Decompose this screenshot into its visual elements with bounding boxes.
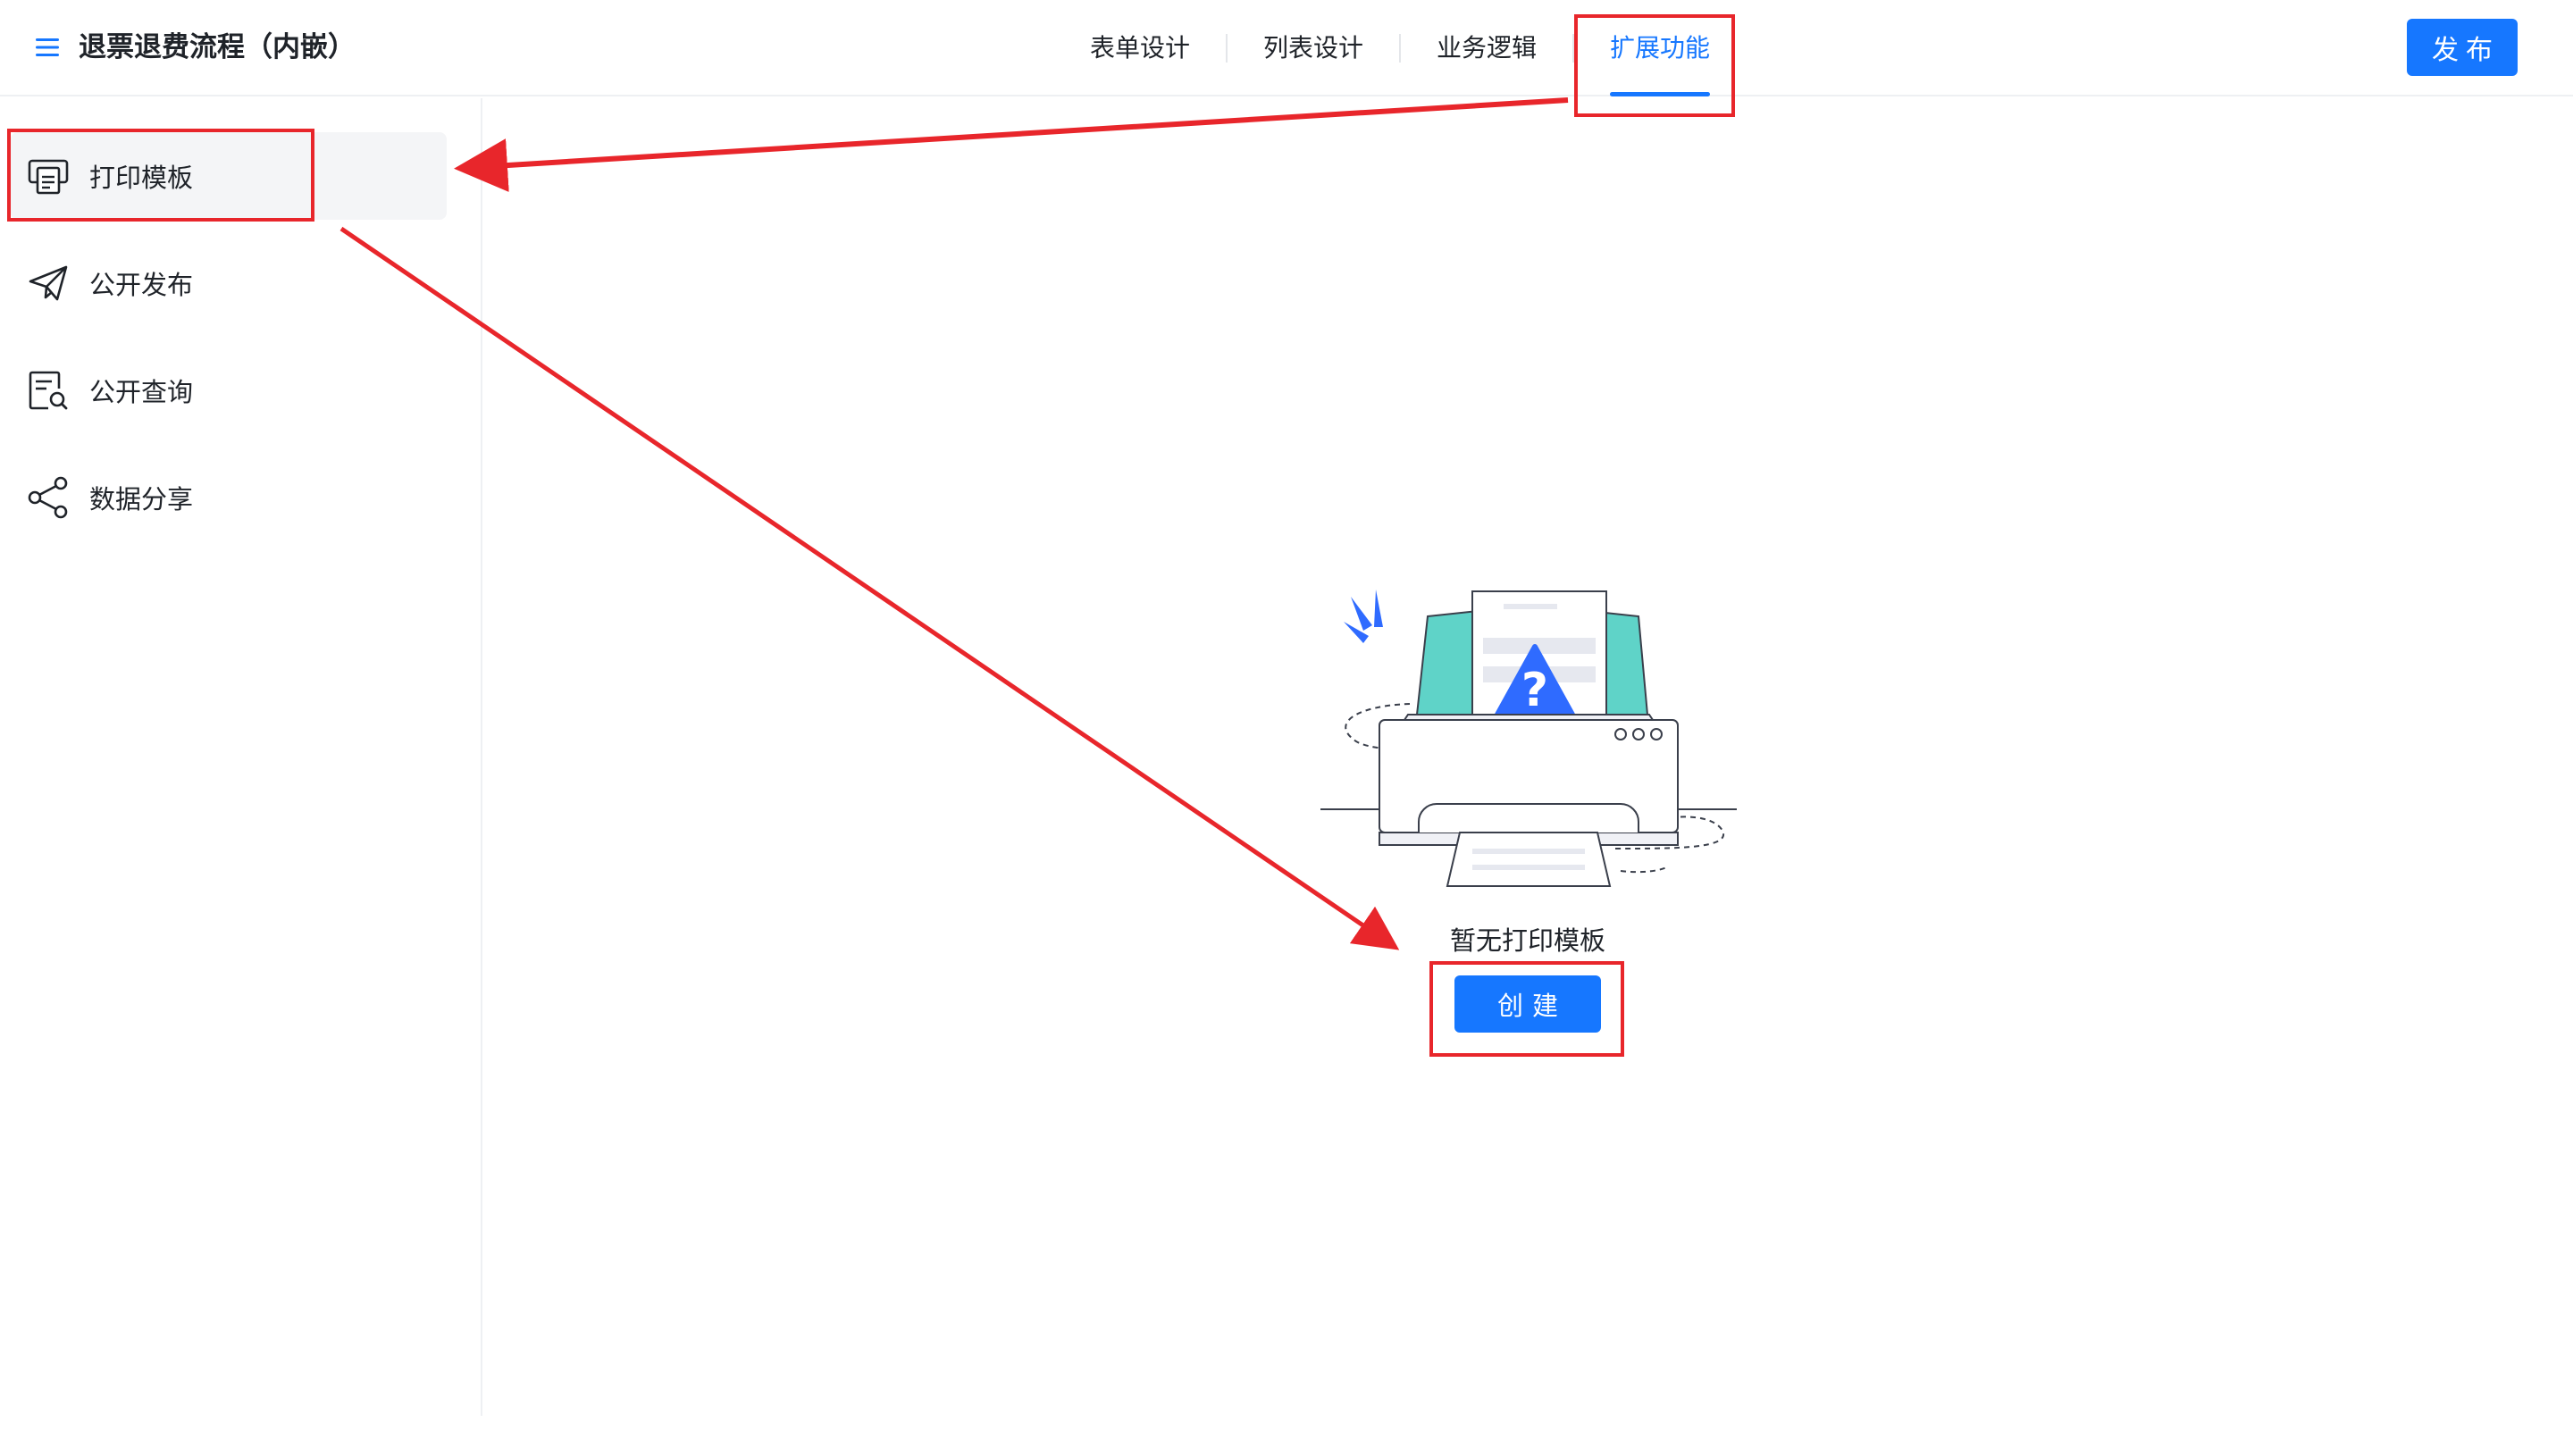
- paper-plane-icon: [29, 265, 68, 301]
- hamburger-menu-icon[interactable]: [34, 34, 61, 61]
- share-nodes-icon: [28, 476, 68, 519]
- top-header: 退票退费流程（内嵌） 表单设计 列表设计 业务逻辑 扩展功能 发布: [0, 0, 2573, 96]
- annotation-arrow-to-create: [339, 226, 1400, 950]
- sidebar: 打印模板 公开发布 公开查询: [0, 98, 482, 1416]
- sidebar-item-public-publish[interactable]: 公开发布: [11, 239, 447, 327]
- sidebar-item-print-template[interactable]: 打印模板: [11, 132, 447, 220]
- printer-question-illustration: ?: [1320, 590, 1737, 887]
- sidebar-item-label: 数据分享: [89, 484, 194, 515]
- sidebar-item-label: 公开查询: [89, 377, 194, 407]
- sidebar-item-label: 打印模板: [89, 163, 194, 193]
- annotation-arrow-to-sidebar: [454, 97, 1569, 192]
- tab-list-design[interactable]: 列表设计: [1263, 33, 1364, 63]
- publish-button[interactable]: 发布: [2407, 19, 2518, 76]
- tab-business-logic[interactable]: 业务逻辑: [1437, 33, 1538, 63]
- tab-extensions[interactable]: 扩展功能: [1574, 0, 1746, 96]
- tab-divider: [1226, 34, 1228, 63]
- document-search-icon: [29, 371, 68, 410]
- empty-state-text: 暂无打印模板: [1449, 925, 1605, 956]
- sidebar-item-public-query[interactable]: 公开查询: [11, 347, 447, 434]
- tab-divider: [1399, 34, 1402, 63]
- svg-text:?: ?: [1521, 664, 1548, 717]
- printer-template-icon: [28, 159, 69, 195]
- app-title: 退票退费流程（内嵌）: [79, 31, 356, 63]
- tab-form-design[interactable]: 表单设计: [1090, 33, 1191, 63]
- tab-divider: [1572, 34, 1575, 63]
- sidebar-item-label: 公开发布: [89, 270, 194, 300]
- sidebar-item-data-share[interactable]: 数据分享: [11, 454, 447, 541]
- top-nav-tabs: 表单设计 列表设计 业务逻辑 扩展功能: [1054, 0, 1746, 96]
- create-button[interactable]: 创建: [1454, 975, 1601, 1033]
